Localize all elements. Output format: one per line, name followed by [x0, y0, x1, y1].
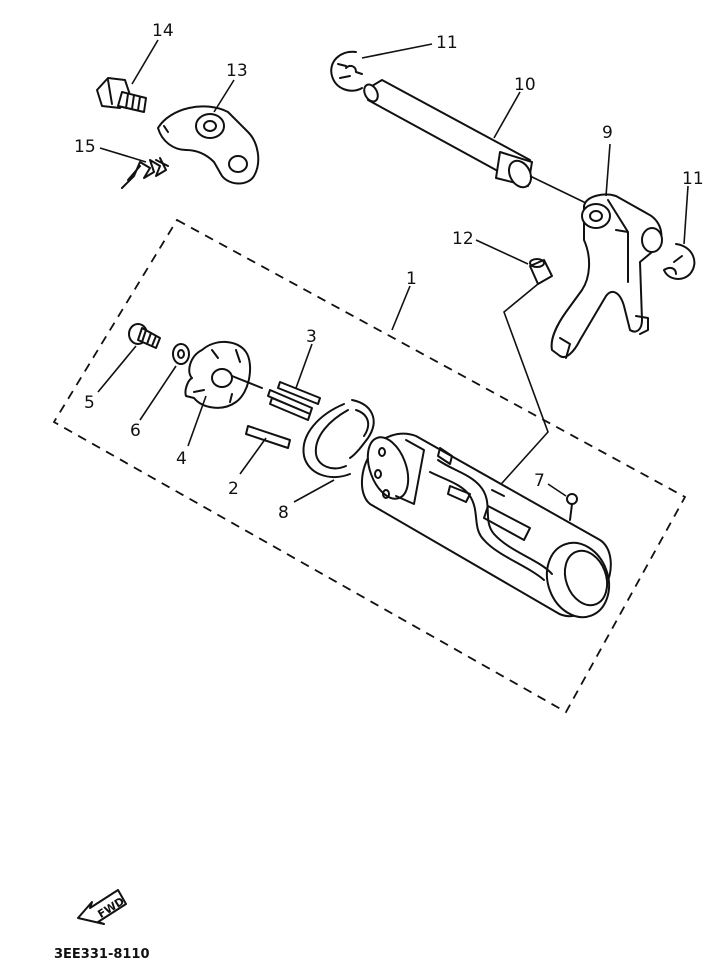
callout-11-right: 11 — [682, 169, 704, 189]
part-stopper-lever-13[interactable] — [157, 105, 260, 185]
part-circlip-11-top[interactable] — [330, 50, 363, 92]
callout-3: 3 — [306, 327, 317, 347]
part-circlip-11-right[interactable] — [663, 243, 696, 280]
part-spring-15[interactable] — [121, 157, 169, 189]
callout-14: 14 — [152, 21, 174, 41]
callout-1: 1 — [406, 269, 417, 289]
diagram-code: 3EE331-8110 — [54, 947, 150, 962]
callout-2: 2 — [228, 479, 239, 499]
callout-12: 12 — [452, 229, 474, 249]
callout-6: 6 — [130, 421, 141, 441]
callout-8: 8 — [278, 503, 289, 523]
fwd-arrow-icon: FWD — [77, 889, 127, 925]
callout-7: 7 — [534, 471, 545, 491]
part-fork-shaft-10[interactable] — [361, 79, 591, 206]
callout-4: 4 — [176, 449, 187, 469]
part-washer-6[interactable] — [172, 343, 190, 365]
part-shift-fork-9[interactable] — [550, 193, 663, 359]
part-screw-7[interactable] — [566, 493, 578, 521]
leader-lines — [97, 39, 689, 503]
callout-10: 10 — [514, 75, 536, 95]
part-pins-3[interactable] — [267, 381, 321, 421]
callout-5: 5 — [84, 393, 95, 413]
callout-13: 13 — [226, 61, 248, 81]
callout-11-top: 11 — [436, 33, 458, 53]
part-segment-4[interactable] — [184, 341, 263, 409]
callout-labels: 1 2 3 4 5 6 7 8 9 10 11 11 12 13 14 15 — [74, 21, 704, 523]
part-pin-2[interactable] — [245, 425, 291, 449]
part-bolt-14[interactable] — [96, 77, 147, 113]
part-screw-5[interactable] — [128, 323, 161, 349]
part-roller-12[interactable] — [493, 258, 553, 493]
part-snap-ring-8[interactable] — [302, 399, 375, 479]
callout-9: 9 — [602, 123, 613, 143]
part-shift-cam-1[interactable] — [360, 432, 619, 626]
assembly-boundary — [52, 218, 687, 714]
callout-15: 15 — [74, 137, 96, 157]
